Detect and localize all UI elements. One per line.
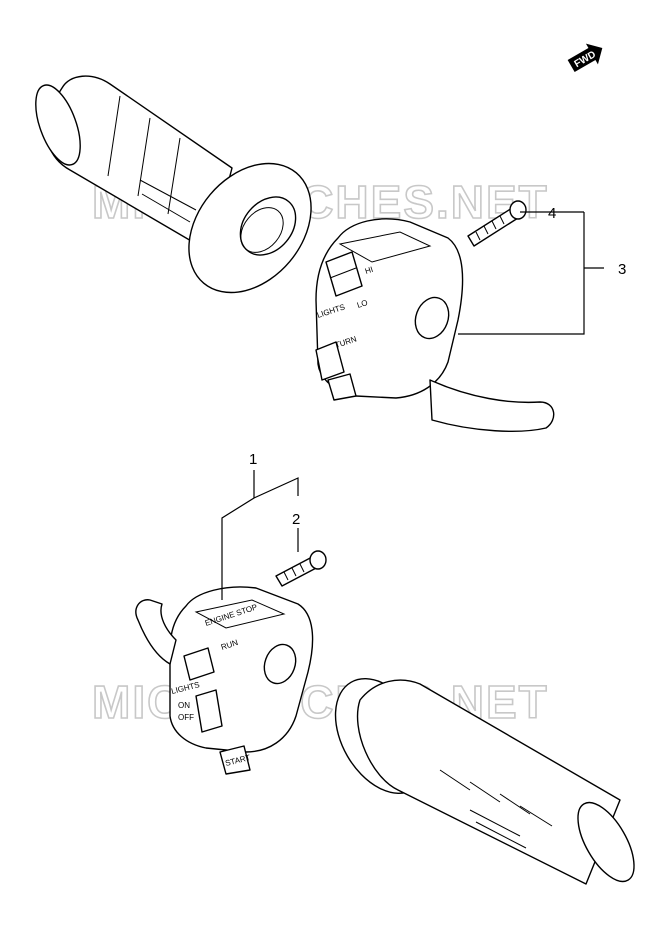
fwd-arrow-icon: FWD [567, 43, 603, 73]
callout-4: 4 [548, 205, 556, 222]
left-handlebar-switch: ENGINE STOP RUN LIGHTS ON OFF START [135, 586, 314, 775]
leader-1 [221, 470, 299, 600]
right-handlebar-switch: HI LO LIGHTS TURN [315, 218, 555, 432]
leader-3 [458, 212, 604, 335]
off-label: OFF [178, 713, 194, 722]
dimmer-lo-label: LO [356, 298, 369, 310]
upper-grip [35, 75, 312, 294]
on-label: ON [178, 701, 190, 710]
screw-part-2 [275, 550, 327, 587]
callout-1: 1 [249, 451, 257, 468]
callout-2: 2 [292, 511, 300, 528]
callout-3: 3 [618, 261, 626, 278]
dimmer-hi-label: HI [364, 265, 374, 276]
fwd-label: FWD [573, 49, 598, 70]
screw-part-4 [467, 200, 527, 247]
lower-grip [334, 678, 635, 885]
